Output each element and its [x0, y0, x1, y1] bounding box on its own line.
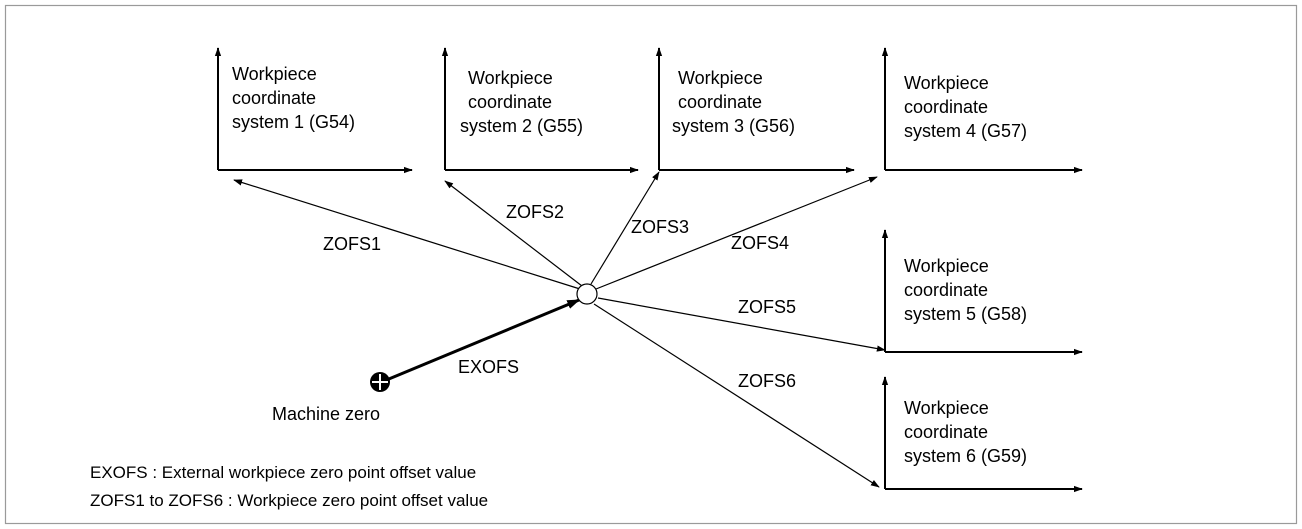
label-line-1: Workpiece	[904, 256, 989, 276]
coordinate-system-5: Workpiece coordinate system 5 (G58)	[881, 229, 1083, 356]
label-line-3: system 3 (G56)	[672, 116, 795, 136]
legend-exofs: EXOFS : External workpiece zero point of…	[90, 463, 476, 482]
label-line-2: coordinate	[232, 88, 316, 108]
label-line-1: Workpiece	[904, 73, 989, 93]
zofs2-label: ZOFS2	[506, 202, 564, 222]
label-line-1: Workpiece	[468, 68, 553, 88]
label-line-2: coordinate	[678, 92, 762, 112]
machine-zero-icon	[370, 372, 390, 392]
label-line-3: system 4 (G57)	[904, 121, 1027, 141]
coordinate-system-2: Workpiece coordinate system 2 (G55)	[441, 47, 639, 174]
label-line-3: system 6 (G59)	[904, 446, 1027, 466]
coordinate-system-4: Workpiece coordinate system 4 (G57)	[881, 47, 1083, 174]
zofs4-arrow	[595, 176, 878, 290]
legend-zofs: ZOFS1 to ZOFS6 : Workpiece zero point of…	[90, 491, 488, 510]
label-line-1: Workpiece	[904, 398, 989, 418]
zofs6-arrow	[593, 303, 880, 488]
diagram-frame	[4, 4, 1298, 525]
label-line-2: coordinate	[904, 97, 988, 117]
label-line-2: coordinate	[468, 92, 552, 112]
coordinate-system-1: Workpiece coordinate system 1 (G54)	[214, 47, 413, 174]
zofs5-arrow	[597, 297, 886, 352]
label-line-1: Workpiece	[232, 64, 317, 84]
coordinate-system-6: Workpiece coordinate system 6 (G59)	[881, 376, 1083, 493]
offset-vectors	[233, 171, 886, 488]
machine-zero-label: Machine zero	[272, 404, 380, 424]
label-line-3: system 2 (G55)	[460, 116, 583, 136]
zofs2-arrow	[444, 180, 583, 287]
zofs1-label: ZOFS1	[323, 234, 381, 254]
zofs3-label: ZOFS3	[631, 217, 689, 237]
exofs-label: EXOFS	[458, 357, 519, 377]
coordinate-system-3: Workpiece coordinate system 3 (G56)	[655, 47, 855, 174]
zofs6-label: ZOFS6	[738, 371, 796, 391]
exofs-arrow	[383, 298, 581, 383]
label-line-3: system 5 (G58)	[904, 304, 1027, 324]
label-line-2: coordinate	[904, 280, 988, 300]
label-line-1: Workpiece	[678, 68, 763, 88]
zofs1-arrow	[233, 179, 581, 290]
label-line-3: system 1 (G54)	[232, 112, 355, 132]
zofs5-label: ZOFS5	[738, 297, 796, 317]
offset-origin-circle	[576, 283, 598, 305]
zofs3-arrow	[590, 171, 660, 285]
zofs4-label: ZOFS4	[731, 233, 789, 253]
label-line-2: coordinate	[904, 422, 988, 442]
